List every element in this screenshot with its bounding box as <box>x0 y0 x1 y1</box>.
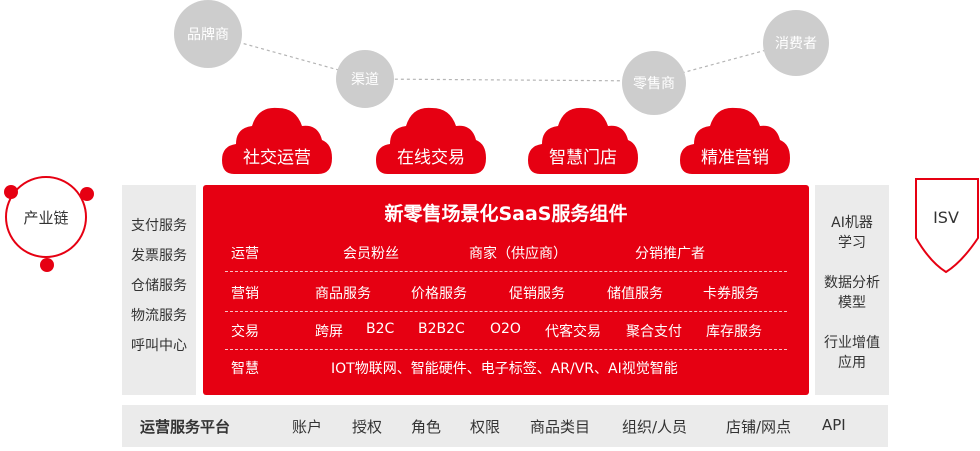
row-item: O2O <box>490 321 521 337</box>
row-item: 卡券服务 <box>703 286 759 302</box>
cloud-label: 在线交易 <box>397 148 465 168</box>
left-panel-item: 呼叫中心 <box>131 338 187 354</box>
brand-circle: 品牌商 <box>174 0 242 68</box>
row-label: 智慧 <box>231 361 259 377</box>
row-trade: 交易 跨屏 B2C B2B2C O2O 代客交易 聚合支付 库存服务 <box>203 321 809 341</box>
cloud-precision-marketing: 精准营销 <box>680 104 790 178</box>
row-item: 储值服务 <box>607 286 663 302</box>
chain-dot <box>80 187 94 201</box>
row-item: 促销服务 <box>509 286 565 302</box>
isv-label: ISV <box>933 208 959 227</box>
cloud-label: 智慧门店 <box>549 148 617 168</box>
cloud-icon <box>528 107 638 174</box>
left-panel-item: 仓储服务 <box>131 278 187 294</box>
row-label: 交易 <box>231 324 259 340</box>
chain-dot <box>4 185 18 199</box>
row-label: 营销 <box>231 286 259 302</box>
right-panel-item: AI机器 <box>831 215 873 231</box>
channel-label: 渠道 <box>351 72 379 88</box>
row-item: B2C <box>366 321 395 337</box>
platform-item: 授权 <box>352 418 383 436</box>
consumer-circle: 消费者 <box>763 10 829 76</box>
cloud-icon <box>222 107 332 174</box>
row-item: 跨屏 <box>315 324 343 340</box>
row-item: 商家（供应商） <box>469 246 567 262</box>
saas-components-box: 新零售场景化SaaS服务组件 运营 会员粉丝 商家（供应商） 分销推广者 营销 … <box>203 185 809 395</box>
row-item: B2B2C <box>418 321 465 337</box>
right-panel-item: 模型 <box>838 295 866 311</box>
platform-item: 店铺/网点 <box>726 418 792 436</box>
row-label: 运营 <box>231 246 259 262</box>
right-panel-item: 行业增值 <box>824 335 880 351</box>
platform-title: 运营服务平台 <box>140 418 231 436</box>
row-divider <box>225 271 787 272</box>
cloud-label: 社交运营 <box>243 148 311 168</box>
saas-title: 新零售场景化SaaS服务组件 <box>384 203 628 225</box>
left-panel-item: 支付服务 <box>131 218 187 234</box>
right-panel-item: 应用 <box>838 355 866 371</box>
chain-dot <box>40 258 54 272</box>
industry-chain-label: 产业链 <box>23 209 69 227</box>
row-smart: 智慧 IOT物联网、智能硬件、电子标签、AR/VR、AI视觉智能 <box>203 358 809 378</box>
isv-shield-icon <box>915 178 979 274</box>
brand-label: 品牌商 <box>187 27 229 43</box>
channel-circle: 渠道 <box>336 50 394 108</box>
platform-item: 组织/人员 <box>622 418 688 436</box>
row-divider <box>225 311 787 312</box>
row-item: 分销推广者 <box>635 246 705 262</box>
retailer-circle: 零售商 <box>622 51 686 115</box>
cloud-icon <box>376 107 486 174</box>
row-item: 聚合支付 <box>626 324 682 340</box>
platform-item: 角色 <box>411 418 442 436</box>
row-marketing: 营销 商品服务 价格服务 促销服务 储值服务 卡券服务 <box>203 283 809 303</box>
left-panel-item: 发票服务 <box>131 248 187 264</box>
row-item: 代客交易 <box>545 324 601 340</box>
cloud-social-ops: 社交运营 <box>222 104 332 178</box>
right-ai-panel: AI机器 学习 数据分析 模型 行业增值 应用 <box>815 185 889 395</box>
platform-item: 账户 <box>292 418 323 436</box>
row-item: 价格服务 <box>411 286 467 302</box>
row-item: 会员粉丝 <box>343 246 399 262</box>
industry-chain-circle <box>5 176 87 258</box>
platform-item: 权限 <box>470 418 501 436</box>
platform-item: 商品类目 <box>530 418 591 436</box>
right-panel-item: 数据分析 <box>824 275 880 291</box>
cloud-smart-store: 智慧门店 <box>528 104 638 178</box>
cloud-online-trade: 在线交易 <box>376 104 486 178</box>
cloud-label: 精准营销 <box>701 148 769 168</box>
right-panel-item: 学习 <box>838 235 866 251</box>
operations-platform-bar: 运营服务平台 账户 授权 角色 权限 商品类目 组织/人员 店铺/网点 API <box>122 405 888 447</box>
row-item: IOT物联网、智能硬件、电子标签、AR/VR、AI视觉智能 <box>331 361 678 377</box>
chain-connector-lines <box>208 33 797 82</box>
row-divider <box>225 349 787 350</box>
left-service-panel: 支付服务 发票服务 仓储服务 物流服务 呼叫中心 <box>122 185 196 395</box>
consumer-label: 消费者 <box>775 36 817 52</box>
platform-item: API <box>822 416 846 434</box>
row-operations: 运营 会员粉丝 商家（供应商） 分销推广者 <box>203 243 809 263</box>
cloud-icon <box>680 107 790 174</box>
row-item: 商品服务 <box>315 286 371 302</box>
left-panel-item: 物流服务 <box>131 308 187 324</box>
retailer-label: 零售商 <box>633 76 675 92</box>
row-item: 库存服务 <box>706 324 762 340</box>
